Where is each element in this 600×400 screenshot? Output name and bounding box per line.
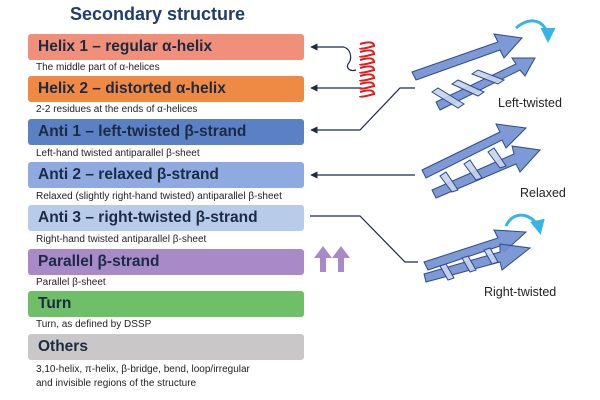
- category-anti-1: Anti 1 – left-twisted β-strand: [28, 119, 304, 145]
- category-description: 2-2 residues at the ends of α-helices: [36, 104, 198, 115]
- category-label: Helix 1 – regular α-helix: [38, 38, 213, 55]
- category-label: Parallel β-strand: [38, 253, 160, 270]
- category-description: Relaxed (slightly right-hand twisted) an…: [36, 191, 282, 202]
- category-label: Anti 1 – left-twisted β-strand: [38, 123, 247, 140]
- category-label: Helix 2 – distorted α-helix: [38, 80, 226, 97]
- category-helix-1: Helix 1 – regular α-helix: [28, 34, 304, 60]
- alpha-helix-icon: [359, 41, 376, 98]
- anti-connectors: [310, 87, 418, 263]
- category-description: Left-hand twisted antiparallel β-sheet: [36, 148, 200, 159]
- category-description: and invisible regions of the structure: [36, 378, 197, 389]
- category-anti-2: Anti 2 – relaxed β-strand: [28, 162, 304, 188]
- category-label: Turn: [38, 295, 72, 312]
- illustration-label-left-twisted: Left-twisted: [498, 96, 562, 110]
- category-label: Anti 3 – right-twisted β-strand: [38, 209, 258, 226]
- category-description: 3,10-helix, π-helix, β-bridge, bend, loo…: [36, 364, 250, 375]
- category-label: Anti 2 – relaxed β-strand: [38, 166, 219, 183]
- category-turn: Turn: [28, 291, 304, 317]
- parallel-strand-arrows-icon: [314, 246, 350, 272]
- illustration-label-right-twisted: Right-twisted: [484, 285, 557, 299]
- helix-connectors: [310, 43, 362, 92]
- category-description: Right-hand twisted antiparallel β-sheet: [36, 234, 207, 245]
- category-label: Others: [38, 338, 88, 355]
- category-description: Parallel β-sheet: [36, 277, 106, 288]
- illustration-label-relaxed: Relaxed: [520, 186, 566, 200]
- category-helix-2: Helix 2 – distorted α-helix: [28, 76, 304, 102]
- category-anti-3: Anti 3 – right-twisted β-strand: [28, 205, 304, 231]
- twist-arrow-icon: [504, 213, 545, 235]
- category-description: The middle part of α-helices: [36, 62, 160, 73]
- right-twisted-sheet: [423, 229, 532, 283]
- category-description: Turn, as defined by DSSP: [36, 319, 152, 330]
- diagram-title: Secondary structure: [70, 4, 246, 24]
- category-parallel: Parallel β-strand: [28, 249, 304, 275]
- category-others: Others: [28, 334, 304, 360]
- twist-arrow-icon: [515, 19, 556, 43]
- relaxed-sheet: [421, 123, 542, 199]
- left-twisted-sheet: [411, 33, 536, 111]
